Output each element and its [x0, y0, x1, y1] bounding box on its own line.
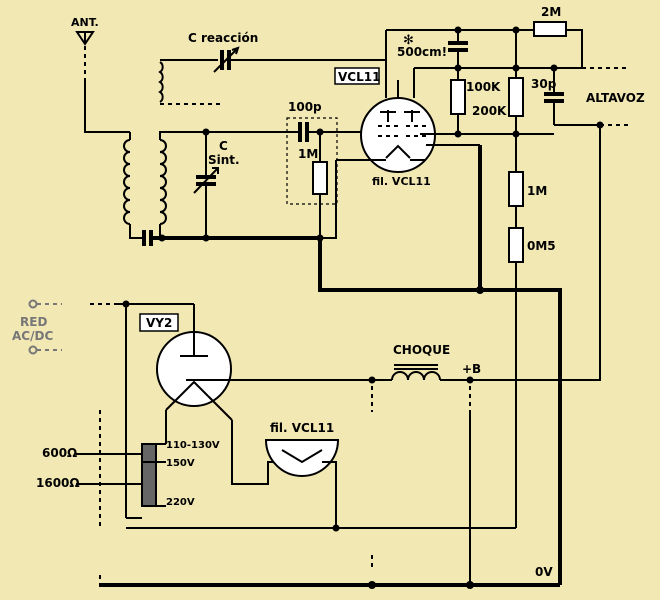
res-0m5-label: 0M5	[527, 239, 556, 253]
junction-dot	[512, 64, 520, 72]
junction-dot	[158, 234, 166, 242]
resistor-0m5	[508, 227, 524, 263]
capacitor-30p	[544, 68, 564, 125]
junction-dot	[476, 286, 484, 294]
junction-dot	[454, 26, 462, 34]
fil-vcl11-bottom-label: fil. VCL11	[270, 421, 334, 435]
red-label: RED	[20, 315, 47, 329]
res-100k-label: 100K	[466, 80, 501, 94]
v220-label: 220V	[166, 497, 195, 508]
antenna-coil	[123, 132, 142, 239]
choque-label: CHOQUE	[393, 343, 450, 357]
antenna-label: ANT.	[71, 16, 99, 29]
junction-dot	[454, 130, 462, 138]
cap-100p-label: 100p	[288, 100, 322, 114]
tuned-coil	[159, 131, 300, 238]
c-sint-label: C	[219, 139, 228, 153]
v110-130-label: 110-130V	[166, 440, 220, 451]
vy2-label-box	[139, 313, 179, 332]
vcl11-tube	[360, 30, 436, 173]
chassis-bus	[318, 238, 562, 585]
junction-dot	[466, 581, 474, 589]
ov-label: 0V	[535, 565, 553, 579]
ohm1600-label: 1600Ω	[36, 476, 80, 490]
junction-dot	[466, 376, 474, 384]
res-1m-grid-label: 1M	[298, 147, 318, 161]
reaction-capacitor	[213, 46, 386, 73]
altavoz-label: ALTAVOZ	[586, 91, 645, 105]
plus-b-label: +B	[462, 362, 481, 376]
resistor-2m	[533, 21, 567, 37]
ohm600-label: 600Ω	[42, 446, 77, 460]
reaction-coil	[158, 59, 220, 105]
asterisk-mark: ✻	[403, 33, 414, 48]
capacitor-500cm	[448, 30, 468, 80]
junction-dot	[202, 128, 210, 136]
res-200k-label: 200K	[472, 104, 507, 118]
res-2m-label: 2M	[541, 5, 561, 19]
resistor-100k	[450, 79, 466, 115]
cap-500cm-label: 500cm!	[397, 45, 447, 59]
choke-inductor	[372, 364, 470, 381]
vcl11-label: VCL11	[338, 70, 380, 84]
res-1m-right-label: 1M	[527, 184, 547, 198]
grid-resistor-1m	[312, 161, 328, 195]
junction-dot	[454, 64, 462, 72]
resistor-200k	[508, 77, 524, 117]
junction-dot	[512, 130, 520, 138]
mains-dropper-resistor	[141, 410, 167, 507]
tuning-capacitor	[193, 132, 219, 238]
antenna-symbol	[75, 31, 130, 133]
resistor-1m-right	[508, 171, 524, 207]
mains-terminals	[28, 299, 62, 355]
junction-dot	[332, 524, 340, 532]
cap-30p-label: 30p	[531, 77, 557, 91]
filament-tap-wire	[320, 197, 337, 239]
fil-vcl11-bottom-tube	[264, 439, 340, 477]
c-sint-label-2: Sint.	[208, 153, 240, 167]
vy2-tube	[156, 304, 234, 421]
vcl11-label-box	[334, 67, 380, 85]
fil-vcl11-top-label: fil. VCL11	[372, 175, 431, 188]
acdc-label: AC/DC	[12, 329, 53, 343]
junction-dot	[368, 581, 376, 589]
v150-label: 150V	[166, 458, 195, 469]
vy2-label: VY2	[146, 316, 172, 330]
c-reaction-label: C reacción	[188, 31, 258, 45]
junction-dot	[202, 234, 210, 242]
grid-capacitor	[298, 122, 366, 142]
coil-coupling-capacitor	[142, 230, 153, 246]
